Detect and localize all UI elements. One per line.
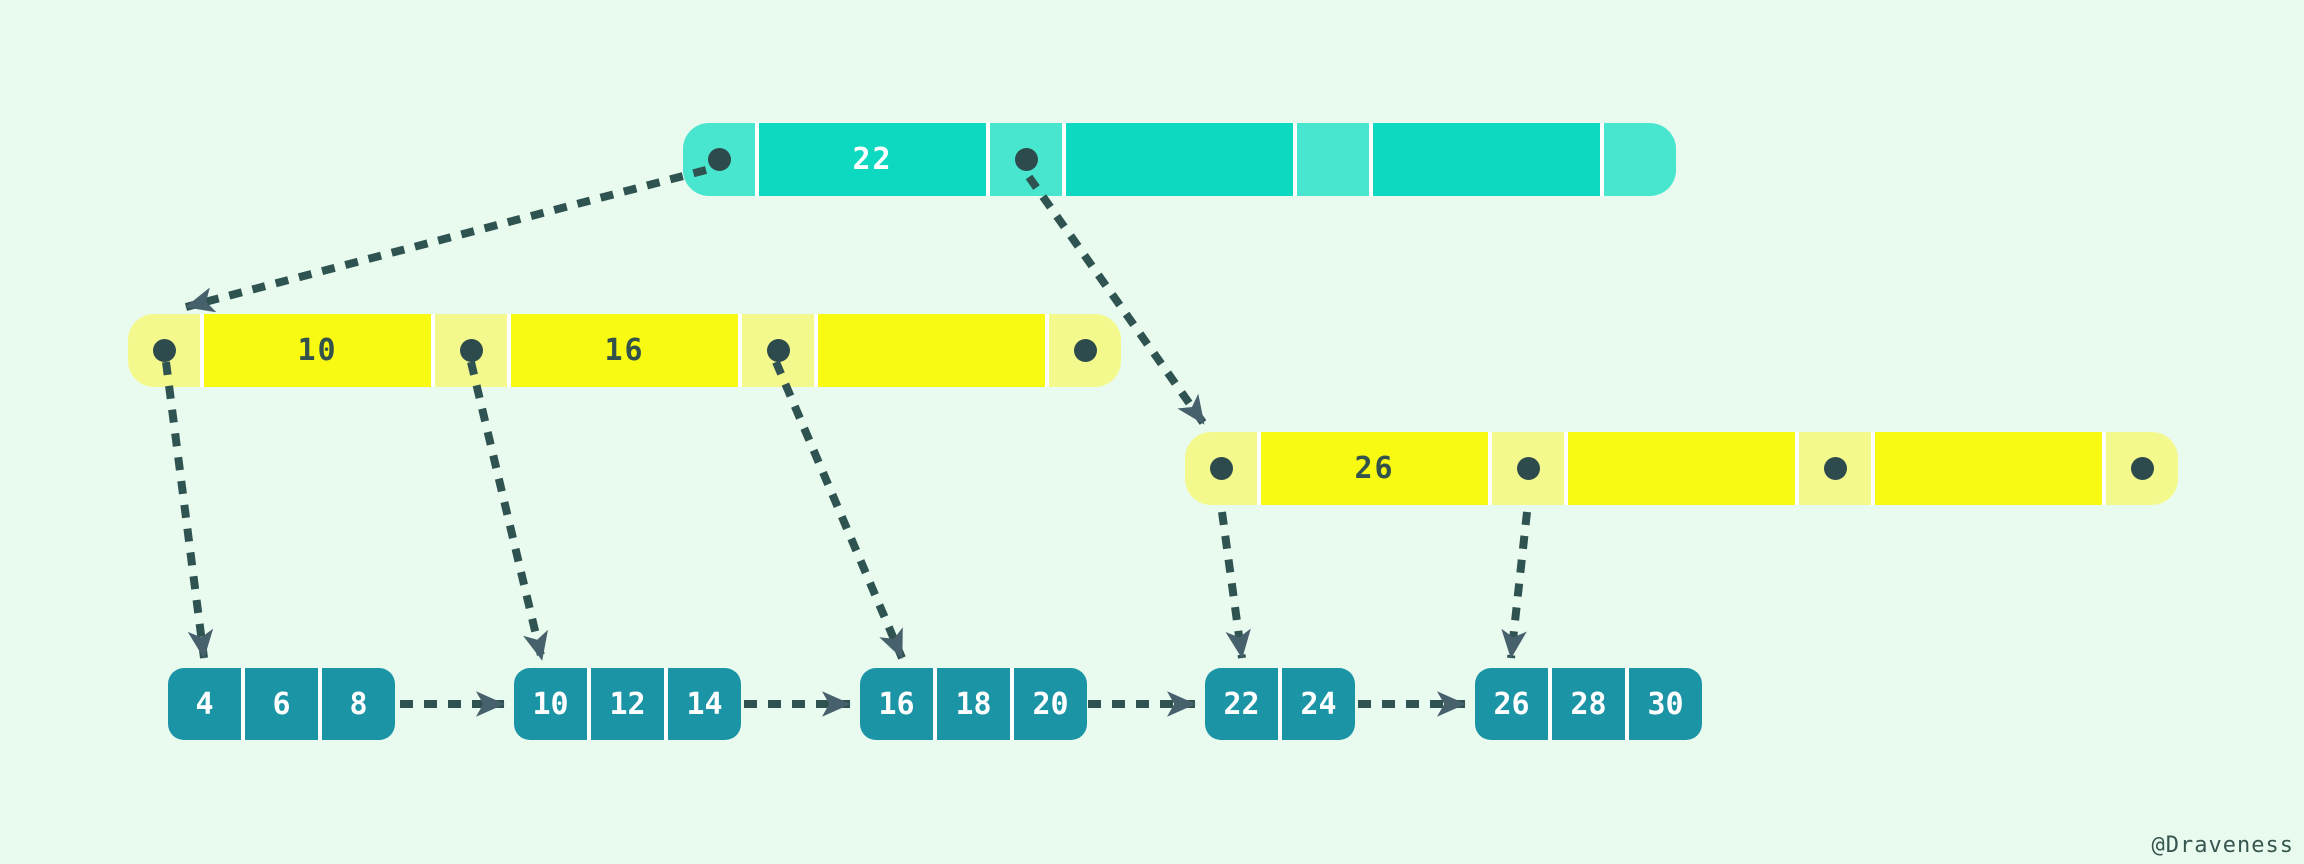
internal-node-left: 10 16 [128, 314, 1121, 387]
pointer-dot [1516, 457, 1540, 480]
leaf-value-cell: 4 [168, 668, 241, 740]
leaf-value-cell: 30 [1629, 668, 1702, 740]
key-cell [1875, 432, 2102, 505]
pointer-dot [1014, 148, 1038, 171]
leaf-value-cell: 14 [668, 668, 741, 740]
key-cell [1373, 123, 1600, 196]
pointer-cell [435, 314, 507, 387]
leaf-value-cell: 8 [322, 668, 395, 740]
pointer-cell [1604, 123, 1676, 196]
tree-pointer-arrow [772, 360, 906, 660]
tree-pointer-arrow [467, 361, 548, 661]
tree-pointer-arrow [1501, 511, 1531, 659]
leaf-value-cell: 22 [1205, 668, 1278, 740]
pointer-cell [2106, 432, 2178, 505]
leaf-value-cell: 10 [514, 668, 587, 740]
pointer-dot [459, 339, 483, 362]
pointer-cell [1799, 432, 1871, 505]
internal-node-right: 26 [1185, 432, 2178, 505]
pointer-cell [742, 314, 814, 387]
key-cell: 26 [1261, 432, 1488, 505]
watermark: @Draveness [2151, 833, 2294, 858]
leaf-value-cell: 26 [1475, 668, 1548, 740]
pointer-dot [1209, 457, 1233, 480]
key-cell: 16 [511, 314, 738, 387]
pointer-cell [128, 314, 200, 387]
pointer-dot [2130, 457, 2154, 480]
pointer-cell [1492, 432, 1564, 505]
tree-pointer-arrow [1218, 511, 1251, 659]
pointer-dot [766, 339, 790, 362]
key-cell: 10 [204, 314, 431, 387]
pointer-cell [990, 123, 1062, 196]
leaf-value-cell: 28 [1552, 668, 1625, 740]
tree-pointer-arrow [162, 361, 214, 659]
pointer-dot [1073, 339, 1097, 362]
key-cell [1568, 432, 1795, 505]
key-cell [818, 314, 1045, 387]
pointer-dot [707, 148, 731, 171]
key-cell: 22 [759, 123, 986, 196]
leaf-value-cell: 16 [860, 668, 933, 740]
pointer-cell [1049, 314, 1121, 387]
leaf-value-cell: 18 [937, 668, 1010, 740]
pointer-cell [1185, 432, 1257, 505]
internal-node-root: 22 [683, 123, 1676, 196]
pointer-cell [1297, 123, 1369, 196]
leaf-value-cell: 6 [245, 668, 318, 740]
leaf-value-cell: 20 [1014, 668, 1087, 740]
leaf-value-cell: 12 [591, 668, 664, 740]
key-cell [1066, 123, 1293, 196]
pointer-dot [152, 339, 176, 362]
leaf-value-cell: 24 [1282, 668, 1355, 740]
tree-pointer-arrow [184, 166, 708, 313]
pointer-dot [1823, 457, 1847, 480]
pointer-cell [683, 123, 755, 196]
